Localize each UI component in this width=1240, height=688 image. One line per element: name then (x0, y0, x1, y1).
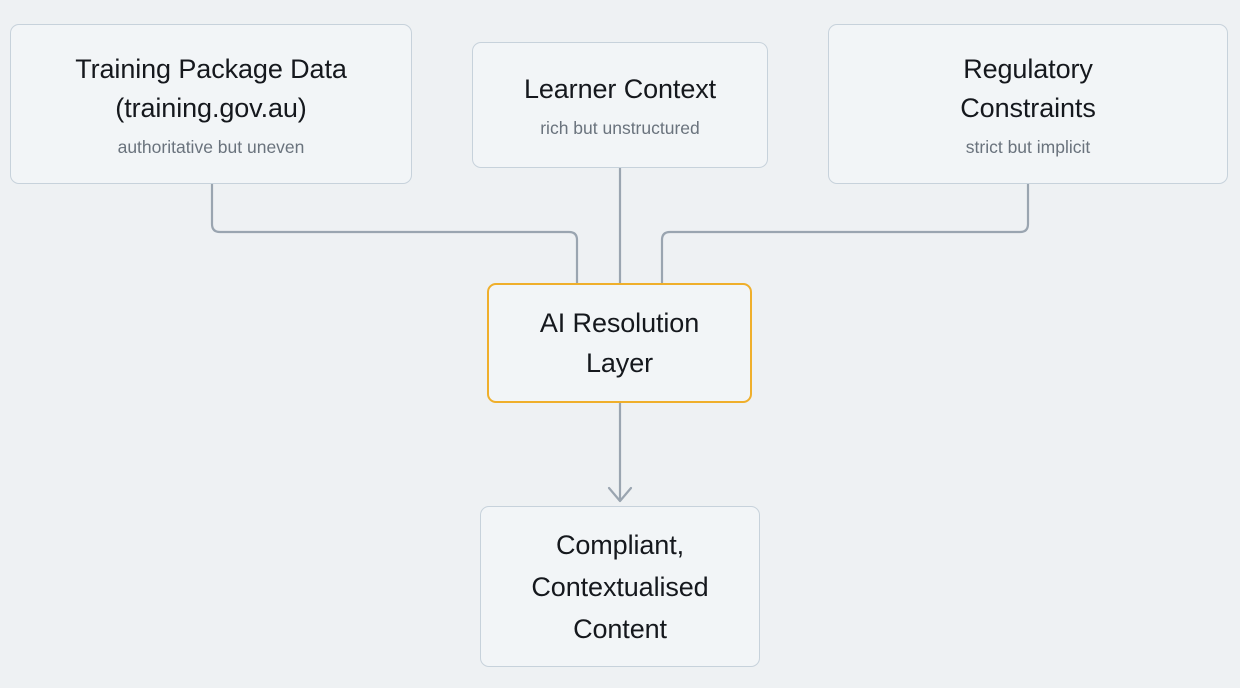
node-subtitle: strict but implicit (965, 136, 1091, 157)
node-regulatory-constraints[interactable]: Regulatory Constraints strict but implic… (828, 24, 1228, 184)
edge-regulatory-to-ai (660, 182, 1030, 285)
node-title: Compliant, Contextualised Content (531, 529, 709, 644)
arrowhead-ai-to-output (607, 486, 633, 503)
node-learner-context[interactable]: Learner Context rich but unstructured (472, 42, 768, 168)
node-subtitle: authoritative but uneven (117, 136, 305, 157)
node-title: Learner Context (523, 74, 717, 104)
node-compliant-contextualised-content[interactable]: Compliant, Contextualised Content (480, 506, 760, 667)
node-training-package-data[interactable]: Training Package Data (training.gov.au) … (10, 24, 412, 184)
node-ai-resolution-layer[interactable]: AI Resolution Layer (487, 283, 752, 403)
node-title: AI Resolution Layer (539, 308, 700, 378)
node-title: Training Package Data (training.gov.au) (75, 53, 347, 123)
node-subtitle: rich but unstructured (540, 118, 700, 138)
node-title: Regulatory Constraints (960, 53, 1096, 123)
edge-training-to-ai (210, 182, 579, 285)
